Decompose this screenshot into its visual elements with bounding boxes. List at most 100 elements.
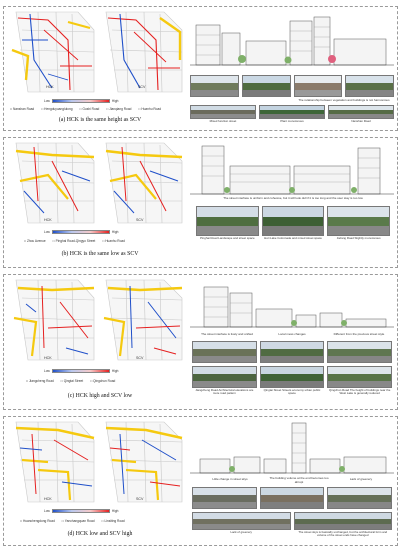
street-map-svg [103, 279, 183, 361]
photo-grid: Pinghai Road Landscape and street space … [196, 206, 390, 240]
map-hck-a [8, 10, 98, 94]
street-map-svg [13, 279, 95, 361]
street-map-svg [15, 421, 95, 503]
photo-label: Qingtai Street Streets economy urban pub… [263, 388, 321, 396]
street-photo [259, 105, 325, 119]
street-map-svg [15, 142, 95, 224]
annotation-note: The street interface is uniform and cohe… [223, 196, 363, 200]
photo-label: Jiangcheng Road Architectural elevations… [195, 388, 254, 396]
photo-box: Nanshan Road [328, 105, 394, 123]
map-label-scv: SCV [136, 497, 144, 501]
road-key-list: Jiangcheng Road Qingtai Street Qingchun … [26, 379, 115, 383]
road-key: Yanchangquan Road [62, 519, 95, 523]
road-key: Pinghai Road-Qingyo Street [53, 239, 96, 243]
annotation-note: The building volume at the end becomes t… [269, 476, 329, 484]
photo-box: Jiangcheng Road Architectural elevations… [192, 366, 257, 395]
street-map-svg [11, 11, 95, 93]
road-key: Gushi Road [80, 107, 99, 111]
legend-low: Low [44, 230, 50, 234]
street-photo [327, 206, 390, 236]
street-photo [259, 487, 325, 509]
map-scv-a [100, 10, 186, 94]
map-scv-c [100, 278, 186, 362]
legend: Low High [44, 369, 118, 373]
photo-label: Huri Lake Colonnade and mixed street spa… [264, 236, 322, 240]
panel-caption: (d) HCK low and SCV high [67, 531, 133, 537]
legend-high: High [111, 230, 119, 234]
road-key: Huanhu Road [138, 107, 161, 111]
map-label-hck: HCK [46, 85, 54, 89]
photo-label: Lack of greenery [230, 530, 253, 534]
map-scv-b [100, 141, 186, 225]
map-hck-c [8, 278, 98, 362]
photo-grid: Mixed function street Plant monotonous N… [190, 105, 394, 123]
road-key-list: Huanchengdong Road Yanchangquan Road Lin… [20, 519, 125, 523]
street-elevation [190, 140, 394, 201]
street-photo [328, 105, 394, 119]
road-key: Jiangcheng Road [26, 379, 54, 383]
map-label-hck: HCK [44, 218, 52, 222]
photo-grid [192, 487, 392, 509]
annotation-note: Little change in street skys [212, 477, 248, 481]
photo-label: Jiefang Road Slightly monotonous [336, 236, 381, 240]
street-photo [293, 512, 392, 530]
street-elevation [190, 283, 394, 334]
street-photo [190, 105, 256, 119]
map-label-scv: SCV [136, 218, 144, 222]
panel-a: Low High Nanshan Road Hengduyuanglulong … [3, 6, 398, 131]
photo-box: Qingchun Road The height of buildings ne… [327, 366, 392, 395]
elevation-svg [190, 16, 394, 66]
road-key: Huanhu Road [102, 239, 125, 243]
street-photo [192, 366, 257, 388]
photo-box: Mixed function street [190, 105, 256, 123]
street-map-svg [105, 142, 183, 224]
legend-high: High [111, 369, 119, 373]
legend: Low High [44, 99, 118, 103]
legend-low: Low [44, 99, 50, 103]
legend-low: Low [44, 509, 50, 513]
photo-box: Lack of greenery [192, 512, 291, 537]
street-map-svg [105, 421, 183, 503]
street-photo [196, 206, 259, 236]
street-photo [261, 206, 325, 236]
photo-grid [190, 75, 394, 97]
map-hck-d [8, 420, 98, 504]
street-photo [345, 75, 394, 97]
map-label-scv: SCV [136, 356, 144, 360]
annotation-note: Lack of greenery [349, 477, 373, 481]
legend: Low High [44, 230, 118, 234]
photo-label: Nanshan Road [351, 119, 371, 123]
road-key: Qingtai Street [61, 379, 84, 383]
street-photo [259, 341, 325, 363]
panel-caption: (b) HCK is the same low as SCV [61, 251, 139, 257]
photo-box: Huri Lake Colonnade and mixed street spa… [261, 206, 325, 240]
annotation-note: The relationship between vegetation and … [298, 98, 390, 102]
legend-gradient [51, 369, 110, 373]
street-photo [293, 75, 343, 97]
photo-box: Pinghai Road Landscape and street space [196, 206, 259, 240]
photo-label: Pinghai Road Landscape and street space [200, 236, 255, 240]
elevation-svg [190, 422, 394, 474]
legend: Low High [44, 509, 118, 513]
legend-gradient [51, 99, 110, 103]
street-photo [192, 341, 257, 363]
photo-grid [192, 341, 392, 363]
road-key: Qingchun Road [90, 379, 115, 383]
elevation-svg [190, 286, 394, 328]
panel-b: HCK SCV Low High Zhou Avenue Pinghai Roa… [3, 137, 398, 268]
road-key: Huanchengdong Road [20, 519, 55, 523]
panel-d: HCK SCV Low High Huanchengdong Road Yanc… [3, 416, 398, 546]
map-hck-b [8, 141, 98, 225]
street-photo [190, 75, 239, 97]
photo-grid: Jiangcheng Road Architectural elevations… [192, 366, 392, 395]
map-label-hck: HCK [44, 497, 52, 501]
road-key: Nanshan Road [10, 107, 34, 111]
street-photo [241, 75, 291, 97]
panel-c: HCK SCV Low High Jiangcheng Road Qingtai… [3, 274, 398, 410]
road-key-list: Zhou Avenue Pinghai Road-Qingyo Street H… [24, 239, 125, 243]
legend-high: High [111, 99, 119, 103]
elevation-svg [190, 145, 394, 195]
photo-label: Qingchun Road The height of buildings ne… [328, 388, 391, 396]
photo-box: Qingtai Street Streets economy urban pub… [259, 366, 325, 396]
street-photo [327, 366, 392, 388]
